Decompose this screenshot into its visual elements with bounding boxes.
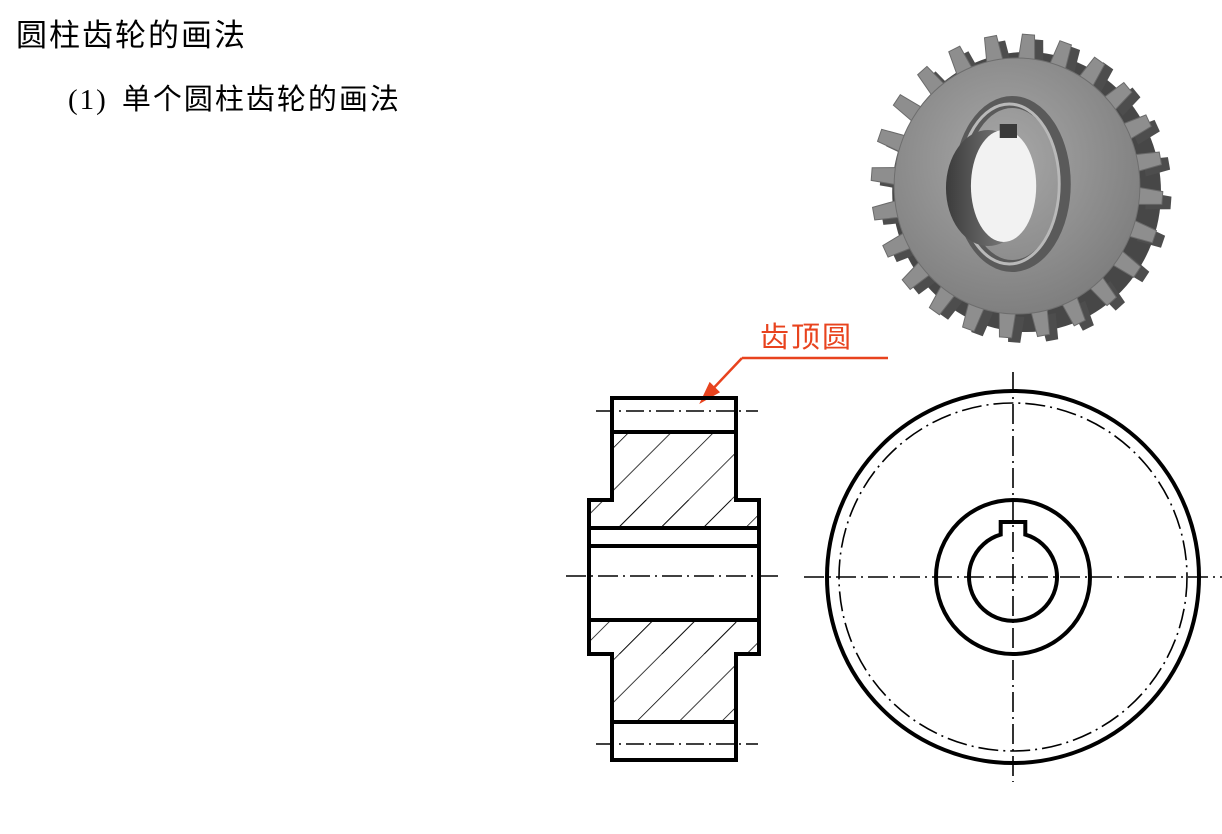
callout-leader bbox=[699, 356, 888, 405]
callout-label: 齿顶圆 bbox=[760, 320, 854, 354]
gear-tooth bbox=[1112, 87, 1141, 116]
section-number: (1) bbox=[68, 84, 108, 116]
gear-tooth bbox=[1131, 119, 1160, 145]
section-heading: (1) 单个圆柱齿轮的画法 bbox=[68, 76, 401, 118]
section-heading-text: 单个圆柱齿轮的画法 bbox=[121, 82, 401, 116]
gear-front-view bbox=[804, 372, 1222, 782]
gear-tooth bbox=[1017, 33, 1036, 62]
page-title: 圆柱齿轮的画法 bbox=[16, 18, 247, 54]
gear-3d-illustration bbox=[870, 33, 1172, 343]
gear-section-view bbox=[566, 396, 782, 762]
gear-tooth bbox=[870, 167, 898, 186]
